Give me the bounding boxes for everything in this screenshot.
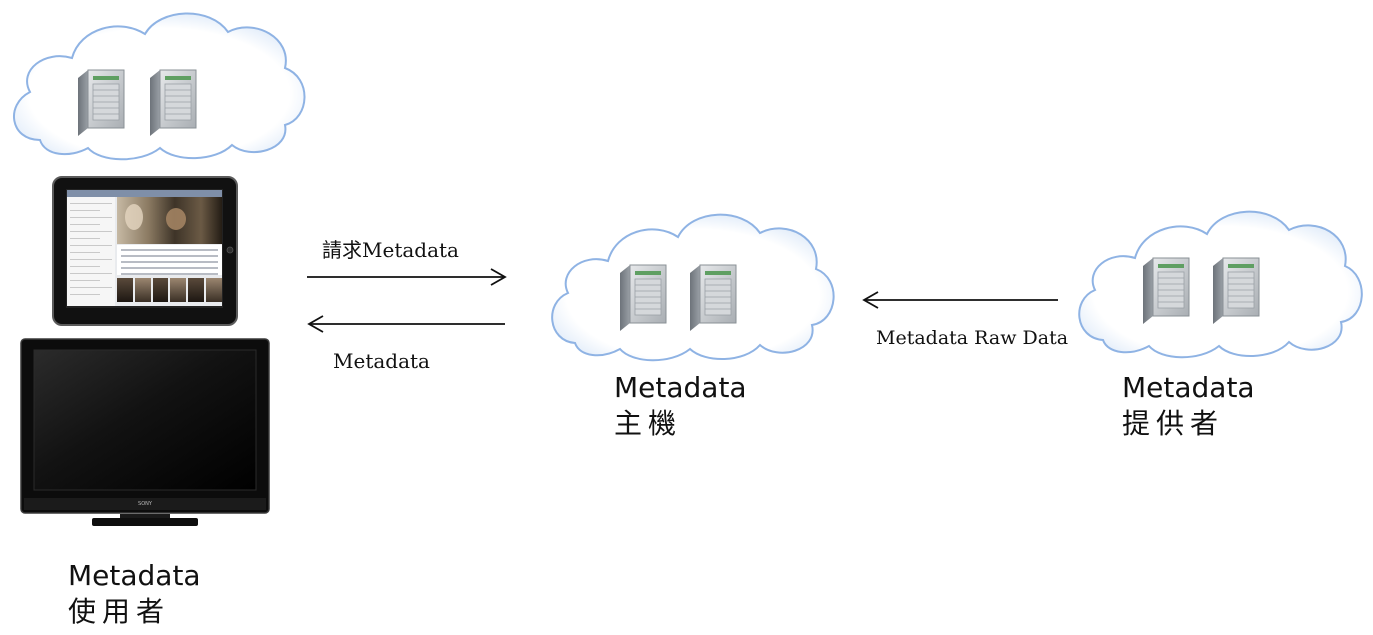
user-title: Metadata <box>68 559 201 592</box>
user-subtitle: 使用者 <box>68 595 171 628</box>
arrow-right-icon <box>307 268 507 286</box>
request-arrow-label: 請求Metadata <box>322 238 459 262</box>
provider-title: Metadata <box>1122 371 1255 404</box>
server-icon <box>1213 257 1260 324</box>
tv-brand-label: SONY <box>138 501 153 507</box>
provider-cloud-icon <box>1078 210 1363 359</box>
response-arrow-label: Metadata <box>333 349 430 373</box>
server-icon <box>1143 257 1190 324</box>
provider-subtitle: 提供者 <box>1122 407 1225 440</box>
raw-data-arrow-label: Metadata Raw Data <box>876 327 1069 349</box>
user-caption: Metadata 使用者 <box>68 558 201 630</box>
user-cloud-icon <box>13 12 306 161</box>
provider-caption: Metadata 提供者 <box>1122 370 1255 442</box>
server-icon <box>150 69 197 136</box>
arrow-left-icon <box>307 315 505 333</box>
host-cloud-icon <box>551 213 835 362</box>
server-icon <box>690 264 737 331</box>
host-caption: Metadata 主機 <box>614 370 747 442</box>
server-icon <box>78 69 125 136</box>
host-subtitle: 主機 <box>614 407 683 440</box>
tv-icon: SONY <box>20 338 270 526</box>
arrow-left-icon <box>862 291 1058 309</box>
host-title: Metadata <box>614 371 747 404</box>
tablet-screen <box>67 190 222 306</box>
server-icon <box>620 264 667 331</box>
